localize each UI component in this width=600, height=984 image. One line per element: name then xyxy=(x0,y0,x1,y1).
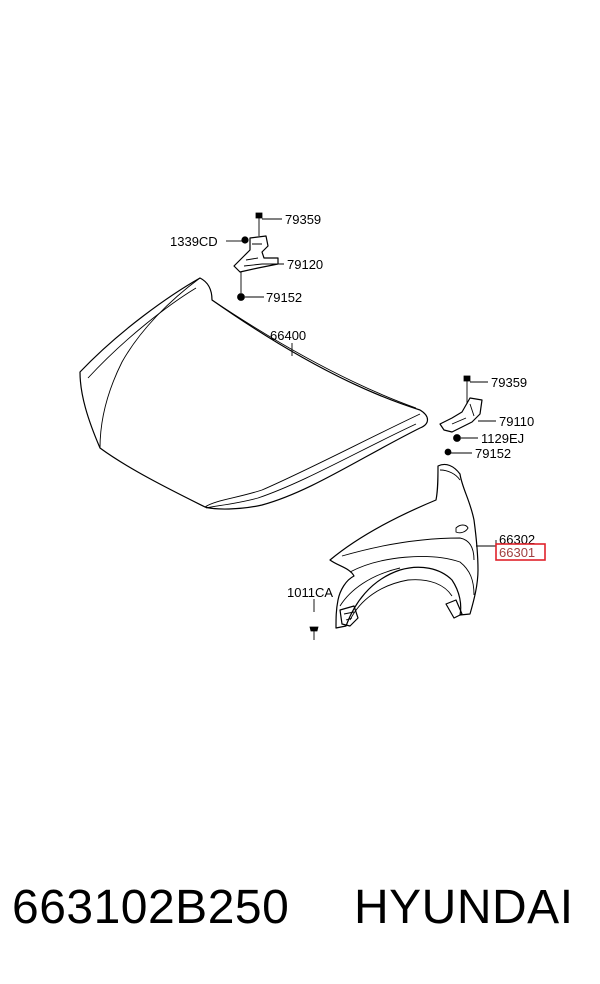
label-79152-upper: 79152 xyxy=(266,290,302,305)
right-hinge-assembly xyxy=(439,375,483,456)
part-number-text: 663102B250 xyxy=(12,881,290,934)
front-fender-panel xyxy=(329,463,479,629)
label-66301: 66301 xyxy=(499,545,535,560)
right-hinge-bracket-79110 xyxy=(439,397,483,433)
label-1011CA: 1011CA xyxy=(287,585,333,600)
upper-hinge-bolt-79359 xyxy=(255,212,263,219)
highlight-box-66301 xyxy=(495,543,546,561)
right-hinge-bolt-79152 xyxy=(444,448,452,456)
label-79359-upper: 79359 xyxy=(285,212,321,227)
right-hinge-nut-1129EJ xyxy=(453,434,461,442)
upper-hinge-bolt-79152 xyxy=(237,293,245,301)
label-79359-right: 79359 xyxy=(491,375,527,390)
hood-panel xyxy=(79,277,429,510)
right-hinge-bolt-79359 xyxy=(463,375,471,382)
label-79152-right: 79152 xyxy=(475,446,511,461)
leader-lines xyxy=(226,218,497,612)
upper-hinge-nut-1339CD xyxy=(241,236,249,244)
upper-hinge-assembly xyxy=(233,212,279,301)
brand-name-text: HYUNDAI xyxy=(354,881,574,934)
label-79120: 79120 xyxy=(287,257,323,272)
label-79110: 79110 xyxy=(499,414,534,429)
footer-caption: 663102B250 HYUNDAI xyxy=(0,878,600,948)
fender-bolt-1011CA xyxy=(309,626,319,640)
label-66400: 66400 xyxy=(270,328,306,343)
label-1339CD: 1339CD xyxy=(170,234,218,249)
label-1129EJ: 1129EJ xyxy=(481,431,524,446)
